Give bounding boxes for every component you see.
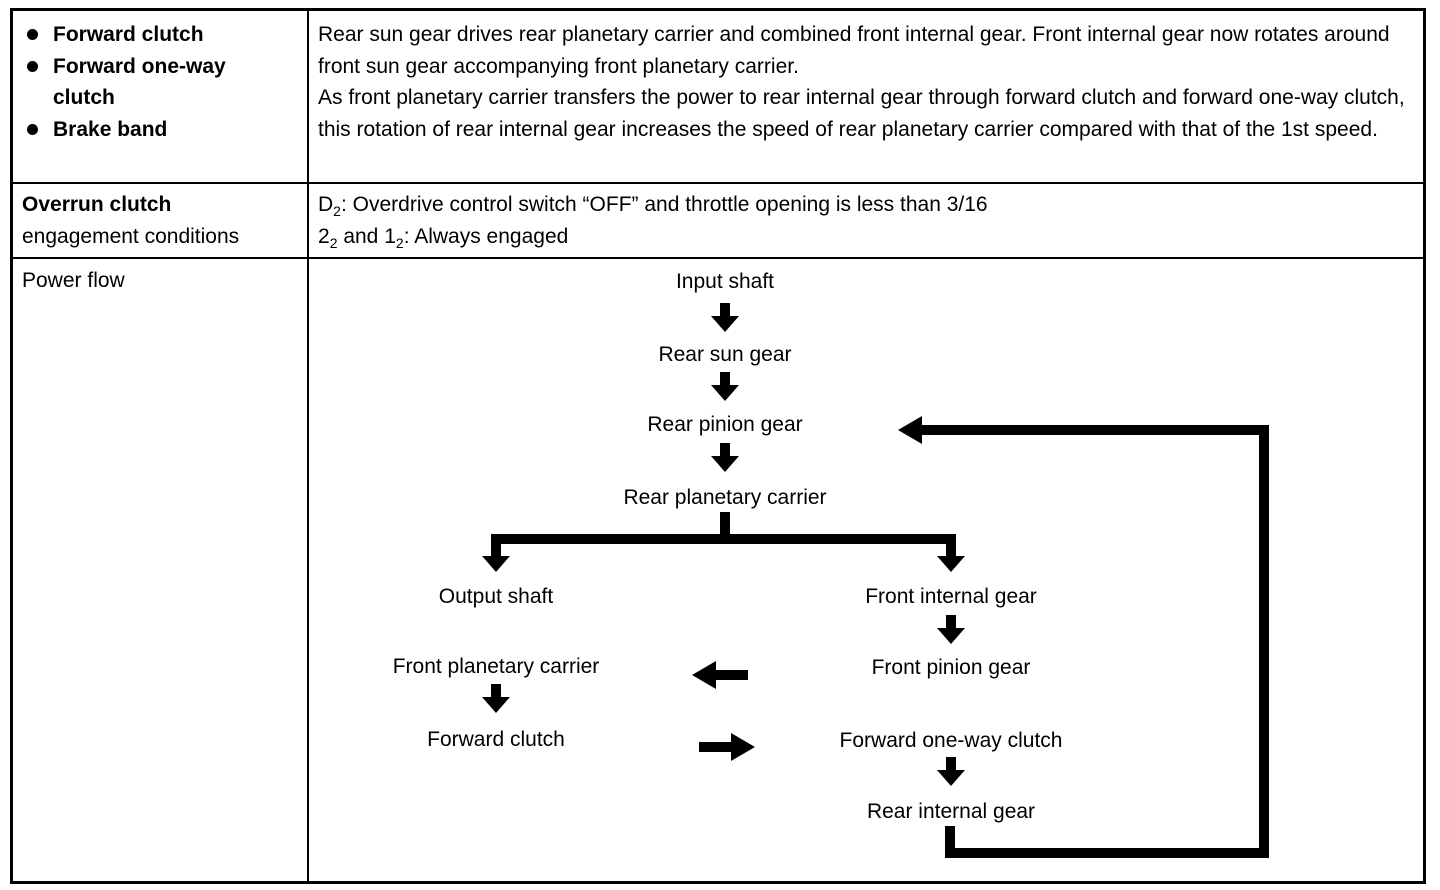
gear-subscript: 2 [395, 234, 404, 251]
engagement-conditions-label: engagement conditions [22, 224, 240, 248]
gear-range-label: 2 [318, 224, 330, 248]
gear-range-label: D [318, 193, 334, 216]
overrun-clutch-heading: Overrun clutch [22, 193, 172, 216]
condition-line-22-12: 22 and 12: Always engaged [318, 221, 1408, 253]
operation-description-cell: Rear sun gear drives rear planetary carr… [318, 19, 1408, 145]
gear-range-label: 1 [384, 224, 396, 248]
gear-subscript: 2 [333, 203, 341, 219]
row-divider-2 [10, 257, 1426, 259]
condition-joiner: and [337, 224, 385, 248]
gear-operation-table: Forward clutch Forward one-way clutch Br… [10, 8, 1426, 884]
overrun-clutch-label-cell: Overrun clutch engagement conditions [22, 189, 302, 252]
gear-subscript: 2 [329, 234, 338, 251]
column-divider [307, 8, 309, 884]
engaged-components-list: Forward clutch Forward one-way clutch Br… [22, 19, 302, 145]
power-flow-label-cell: Power flow [22, 265, 302, 297]
condition-text: : Always engaged [403, 224, 569, 248]
table-border [10, 8, 1426, 884]
condition-text: : Overdrive control switch “OFF” and thr… [340, 193, 988, 216]
row-divider-1 [10, 182, 1426, 184]
list-item: Brake band [22, 114, 302, 146]
description-paragraph: Rear sun gear drives rear planetary carr… [318, 23, 1390, 78]
list-item: Forward clutch [22, 19, 302, 51]
description-paragraph: As front planetary carrier transfers the… [318, 86, 1405, 141]
overrun-conditions-cell: D2: Overdrive control switch “OFF” and t… [318, 189, 1408, 252]
power-flow-label: Power flow [22, 269, 125, 292]
list-item: Forward one-way clutch [22, 51, 253, 114]
condition-line-d2: D2: Overdrive control switch “OFF” and t… [318, 189, 1408, 221]
engaged-components-cell: Forward clutch Forward one-way clutch Br… [22, 19, 302, 145]
